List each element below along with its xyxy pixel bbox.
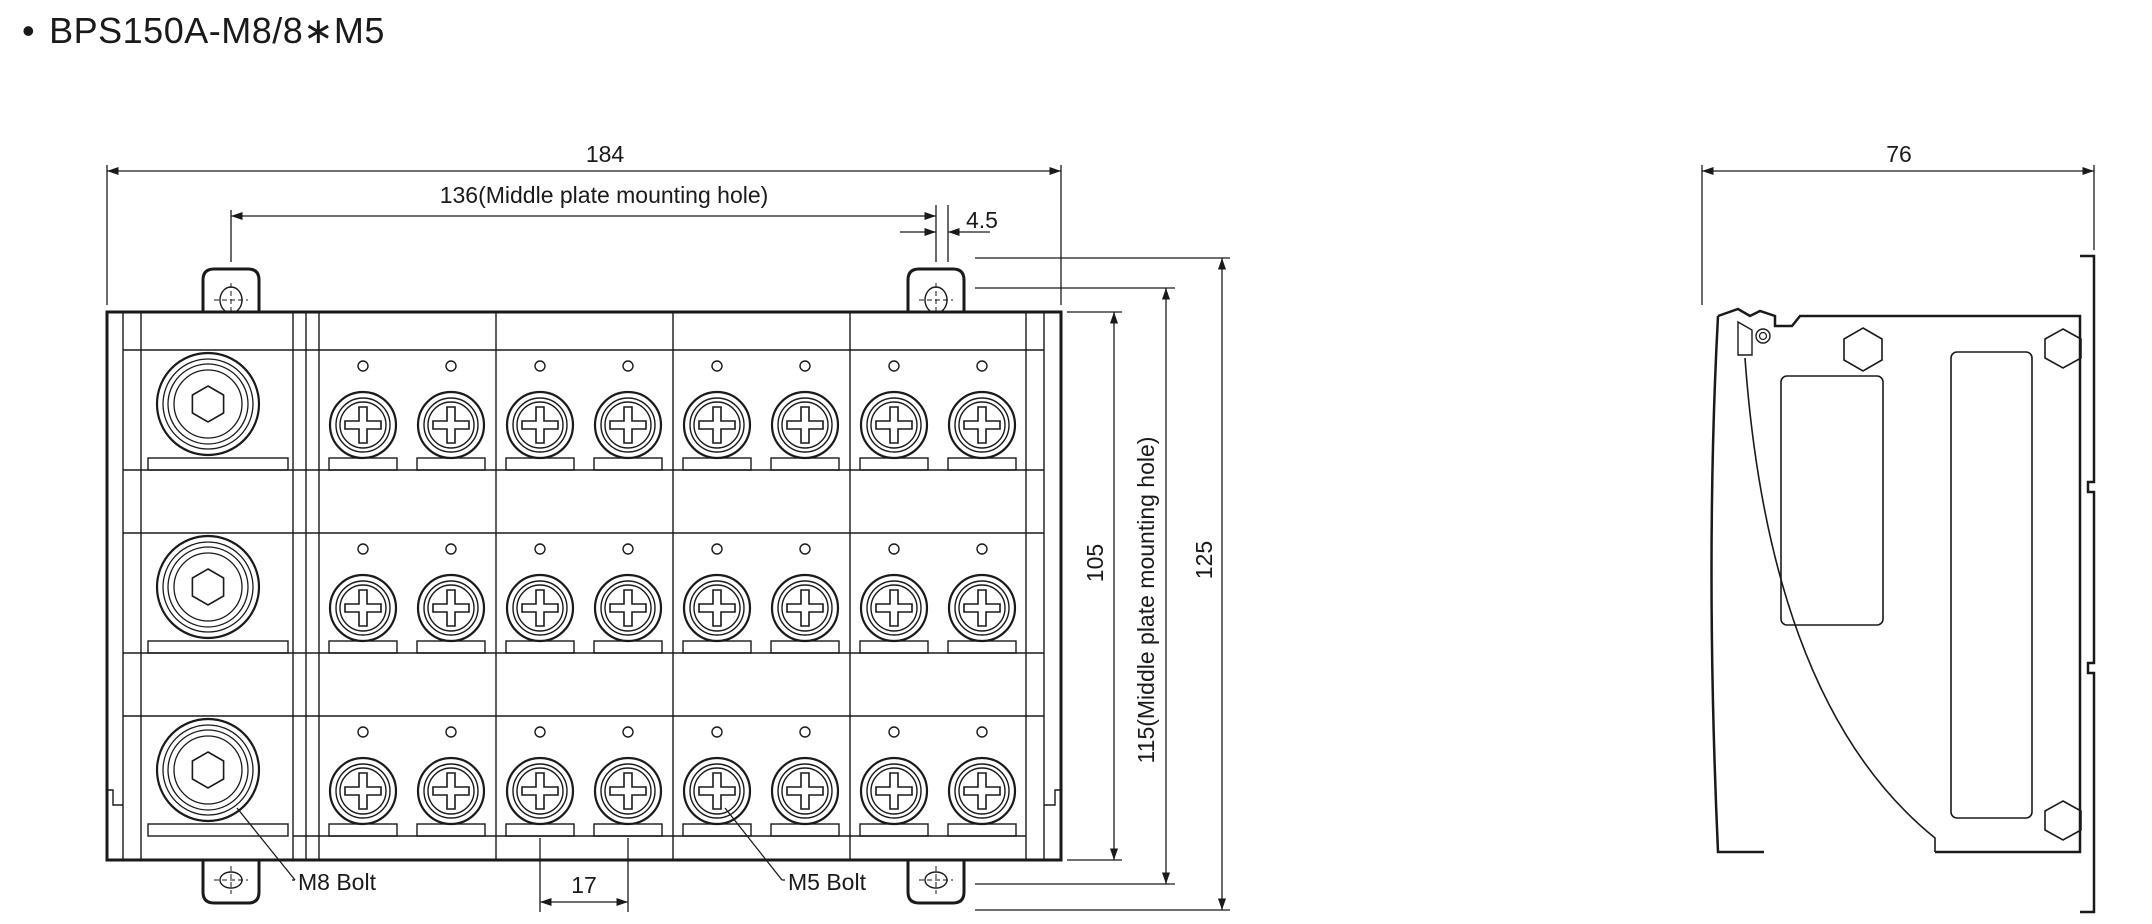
dim-depth: 76: [1886, 141, 1912, 167]
model-name: BPS150A-M8/8∗M5: [49, 10, 385, 51]
side-dimension-lines: [1701, 165, 2095, 305]
hex-nut-icon: [2044, 800, 2082, 841]
m8-bolt-label: M8 Bolt: [298, 869, 377, 895]
dim-body-height: 105: [1082, 544, 1108, 582]
dim-total-height: 125: [1191, 541, 1217, 579]
side-curved-cover: [1744, 357, 1936, 852]
bottom-right-mounting-tab: [906, 858, 966, 905]
bottom-left-mounting-tab: [201, 858, 261, 905]
top-left-mounting-tab: [201, 267, 261, 319]
dim-terminal-pitch: 17: [571, 872, 597, 898]
dim-width: 184: [586, 141, 625, 167]
hex-nut-icon: [1843, 327, 1883, 372]
top-right-mounting-tab: [906, 267, 966, 319]
dim-middle-plate-height: 115(Middle plate mounting hole): [1133, 437, 1159, 764]
small-marker-holes: [357, 360, 988, 738]
dim-hole-diameter: 4.5: [966, 207, 998, 233]
side-window-left: [1780, 375, 1884, 626]
edge-details: [107, 789, 1061, 806]
title-bullet: •: [22, 10, 36, 51]
front-view: [105, 267, 1063, 905]
din-rail-plate: [2080, 254, 2096, 914]
side-view: [1710, 254, 2096, 914]
drawing-title: • BPS150A-M8/8∗M5: [22, 10, 385, 52]
m5-bolt-label: M5 Bolt: [788, 869, 867, 895]
hex-nut-icon: [2044, 328, 2082, 369]
front-dimension-lines: [106, 165, 1230, 912]
dim-middle-plate-hole: 136(Middle plate mounting hole): [440, 182, 769, 208]
side-window-right: [1950, 351, 2033, 819]
side-body-outline: [1717, 307, 2082, 854]
